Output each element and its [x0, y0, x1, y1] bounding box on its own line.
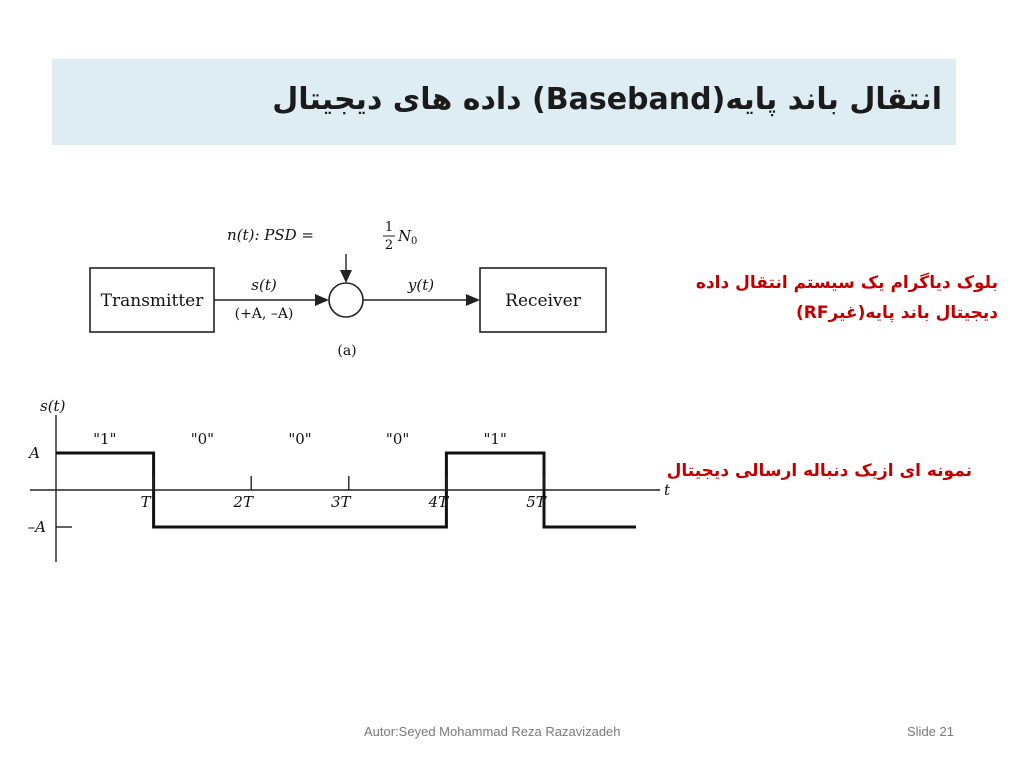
slide-title: انتقال باند پایه(Baseband) داده های دیجی…	[272, 82, 942, 117]
waveform-group: "1" "0" "0" "0" "1" T 2T 3T 4T 5T	[56, 430, 636, 529]
footer-slide-number: Slide 21	[907, 724, 954, 739]
x-tick-label-1: T	[141, 493, 152, 511]
bit-label-5: "1"	[484, 430, 507, 448]
x-tick-label-5: 5T	[526, 493, 547, 511]
transmitter-label: Transmitter	[101, 291, 205, 311]
receiver-label: Receiver	[505, 291, 582, 311]
noise-frac-num: 1	[385, 220, 393, 235]
title-band: انتقال باند پایه(Baseband) داده های دیجی…	[52, 59, 956, 145]
figure: Transmitter Receiver n(t): PSD = 1 2 N 0…	[0, 210, 692, 570]
x-axis-label: t	[664, 481, 671, 499]
noise-arrow-head	[340, 270, 352, 283]
caption-sequence: نمونه ای ازیک دنباله ارسالی دیجیتال	[666, 461, 972, 481]
bit-label-4: "0"	[386, 430, 409, 448]
input-signal-label: s(t)	[251, 276, 277, 294]
y-axis-label: s(t)	[40, 397, 66, 415]
level-low-label: –A	[28, 518, 47, 536]
output-arrow-head	[466, 294, 480, 306]
input-levels-label: (+A, –A)	[235, 306, 294, 322]
level-high-label: A	[27, 444, 40, 462]
footer-author: Autor:Seyed Mohammad Reza Razavizadeh	[364, 724, 621, 739]
x-tick-label-3: 3T	[331, 493, 352, 511]
part-label: (a)	[337, 343, 356, 359]
bit-label-2: "0"	[191, 430, 214, 448]
summing-junction	[328, 282, 364, 318]
bit-label-1: "1"	[93, 430, 116, 448]
noise-label: n(t): PSD =	[227, 226, 314, 244]
noise-n0: N	[397, 227, 412, 245]
noise-frac-den: 2	[385, 238, 393, 253]
output-signal-label: y(t)	[407, 276, 434, 294]
x-tick-label-2: 2T	[232, 493, 254, 511]
input-arrow-head	[315, 294, 329, 306]
caption-block-diagram: بلوک دیاگرام یک سیستم انتقال داده دیجیتا…	[695, 273, 998, 323]
noise-n0-sub: 0	[411, 236, 417, 247]
x-tick-label-4: 4T	[428, 493, 450, 511]
bit-label-3: "0"	[288, 430, 311, 448]
figure-svg: Transmitter Receiver n(t): PSD = 1 2 N 0…	[27, 220, 671, 562]
